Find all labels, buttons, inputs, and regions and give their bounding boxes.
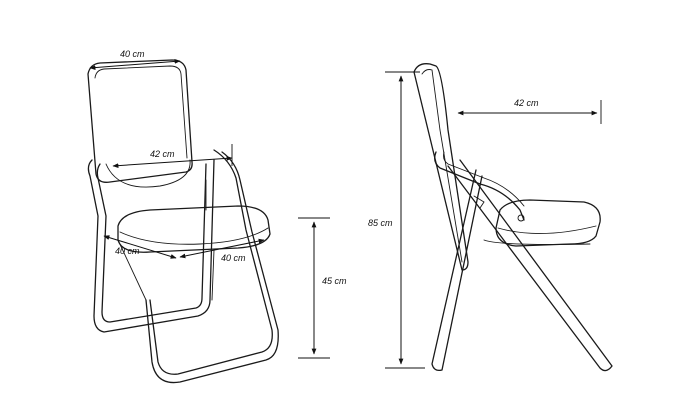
- front-view-chair: [87, 59, 279, 384]
- frame-right-inner: [145, 151, 279, 384]
- label-seat-depth: 40 cm: [115, 246, 140, 256]
- label-seat-width: 40 cm: [221, 253, 246, 263]
- seat-cushion-side: [495, 199, 601, 247]
- label-overall-height: 85 cm: [368, 218, 393, 228]
- dim-seat-depth: 40 cm: [103, 235, 177, 259]
- side-view-chair: [413, 63, 613, 372]
- backrest-bulge: [105, 159, 191, 188]
- rear-leg: [431, 169, 483, 372]
- label-side-depth: 42 cm: [514, 98, 539, 108]
- front-leg-right: [211, 249, 215, 301]
- label-seat-width-front: 42 cm: [150, 149, 175, 159]
- front-leg: [447, 159, 613, 372]
- seat-cushion-side-edge: [497, 225, 597, 234]
- dim-seat-width: 40 cm: [179, 238, 265, 263]
- pivot-joint: [517, 214, 525, 222]
- side-upper-frame-inner: [443, 151, 525, 207]
- hinge-bracket: [473, 195, 485, 209]
- dim-seat-height: 45 cm: [298, 217, 347, 359]
- backrest-side-inner: [421, 69, 463, 263]
- frame-left-outer: [87, 159, 215, 333]
- label-back-width: 40 cm: [120, 49, 145, 59]
- frame-left-inner: [96, 163, 207, 323]
- backrest-inner-edge: [94, 65, 188, 159]
- dim-side-depth: 42 cm: [457, 98, 602, 124]
- seat-support: [483, 239, 591, 245]
- backrest-side: [413, 63, 469, 271]
- dim-seat-width-front: 42 cm: [112, 144, 233, 169]
- dim-back-width: 40 cm: [89, 49, 181, 70]
- dim-overall-height: 85 cm: [368, 71, 425, 369]
- label-seat-height: 45 cm: [322, 276, 347, 286]
